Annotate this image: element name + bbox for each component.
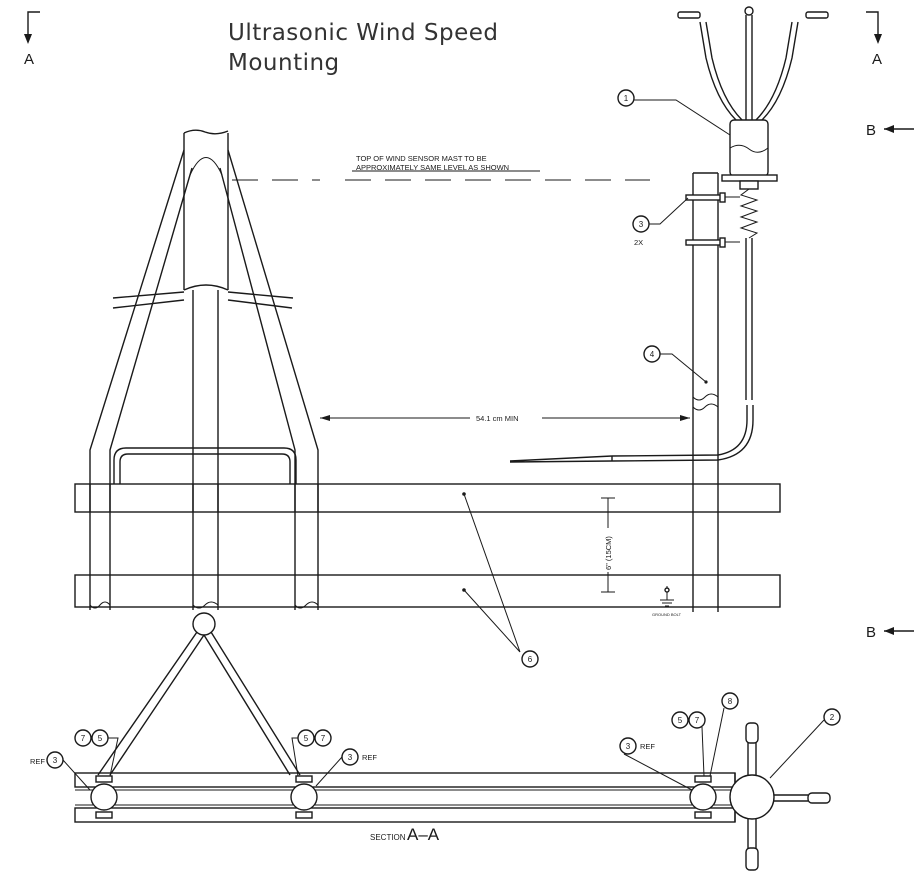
balloon-3-right: 3 REF (619, 737, 693, 791)
svg-text:6: 6 (528, 655, 533, 664)
svg-text:REF: REF (640, 742, 655, 751)
balloon-7-right: 7 (688, 711, 706, 777)
balloon-2: 2 (769, 708, 841, 779)
balloon-4: 4 (643, 345, 708, 384)
section-mark-a-right: A (866, 11, 882, 68)
svg-text:2: 2 (830, 713, 835, 722)
svg-text:A: A (872, 51, 882, 68)
svg-text:5: 5 (98, 734, 103, 743)
svg-text:3: 3 (348, 753, 353, 762)
title-line-2: Mounting (228, 50, 340, 76)
balloon-1: 1 (617, 89, 731, 136)
svg-text:3: 3 (626, 742, 631, 751)
balloon-3-upper: 3 2X (632, 197, 689, 247)
svg-text:GROUND BOLT: GROUND BOLT (652, 612, 682, 617)
dimension-6in: 6" (15CM) (601, 497, 615, 593)
ultrasonic-sensor (677, 6, 829, 400)
svg-text:3: 3 (639, 220, 644, 229)
svg-text:B: B (866, 122, 876, 139)
section-mark-b-lower: B (866, 624, 914, 641)
sensor-mast (685, 172, 740, 612)
balloon-7-left: 7 (74, 729, 92, 747)
svg-text:5: 5 (678, 716, 683, 725)
section-mark-a-left: A (24, 11, 40, 68)
section-label-name: A–A (407, 825, 440, 844)
svg-text:7: 7 (81, 734, 86, 743)
qty-2x: 2X (634, 238, 643, 247)
balloon-5-left: 5 (91, 729, 119, 777)
svg-text:A: A (24, 51, 34, 68)
svg-text:3: 3 (53, 756, 58, 765)
balloon-7-mid: 7 (314, 729, 332, 747)
svg-text:REF: REF (30, 757, 45, 766)
section-plan (74, 612, 831, 871)
ground-symbol: GROUND BOLT (652, 586, 682, 617)
balloon-5-right: 5 (671, 711, 689, 729)
svg-text:5: 5 (304, 734, 309, 743)
spacing-label: 6" (15CM) (604, 536, 613, 570)
balloon-3-left: REF 3 (30, 751, 91, 791)
tower-frame (89, 129, 319, 610)
balloon-6: 6 (521, 650, 539, 668)
distance-label: 54.1 cm MIN (476, 414, 519, 423)
balloon-3-mid: 3 REF (315, 748, 377, 787)
note-top-line-1: TOP OF WIND SENSOR MAST TO BE (356, 154, 487, 163)
dimension-54cm: 54.1 cm MIN (320, 414, 690, 423)
balloon-8: 8 (709, 692, 739, 777)
title-line-1: Ultrasonic Wind Speed (228, 20, 499, 46)
svg-text:REF: REF (362, 753, 377, 762)
note-top-line-2: APPROXIMATELY SAME LEVEL AS SHOWN (356, 163, 509, 172)
svg-text:4: 4 (650, 350, 655, 359)
section-label-prefix: SECTION (370, 833, 406, 842)
section-mark-b-upper: B (866, 122, 914, 139)
svg-text:7: 7 (321, 734, 326, 743)
svg-text:8: 8 (728, 697, 733, 706)
svg-text:1: 1 (624, 94, 629, 103)
svg-text:7: 7 (695, 716, 700, 725)
svg-text:B: B (866, 624, 876, 641)
boom-bars (74, 483, 781, 608)
balloon-5-mid: 5 (291, 729, 315, 777)
